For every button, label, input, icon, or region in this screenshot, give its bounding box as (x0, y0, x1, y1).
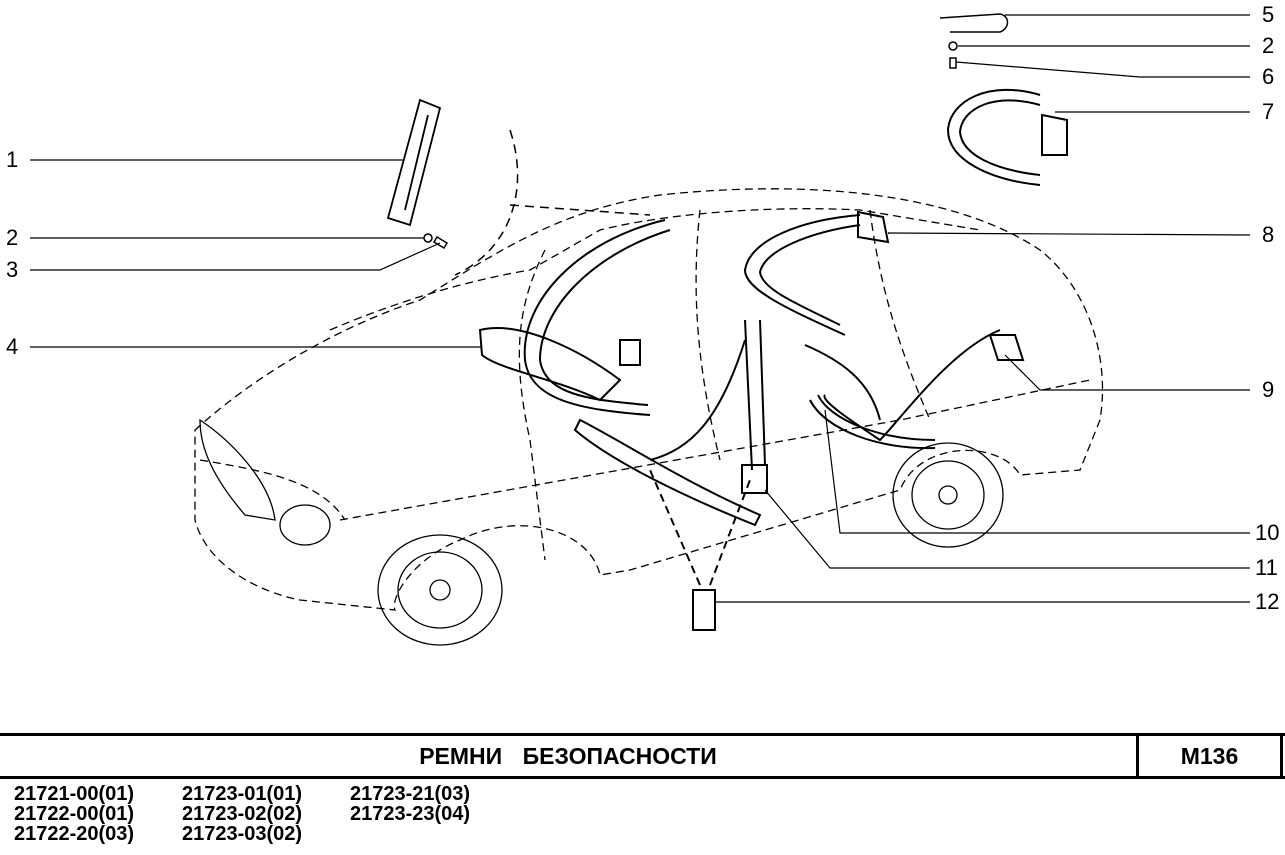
callout-2-left: 2 (6, 225, 19, 250)
model-list: 21721-00(01) 21723-01(01) 21723-21(03) 2… (14, 784, 518, 844)
callout-12: 12 (1255, 589, 1280, 614)
model-code: 21723-21(03) (350, 783, 471, 805)
diagram-title: РЕМНИ БЕЗОПАСНОСТИ (419, 743, 717, 769)
model-code: 21723-23(04) (350, 803, 471, 825)
model-code: 21723-01(01) (182, 783, 303, 805)
title-block-top-rule (0, 733, 1285, 736)
headlight (199, 418, 331, 546)
model-code: 21723-03(02) (182, 823, 303, 845)
car-outline (194, 188, 1104, 611)
part-9-rear-belt (804, 329, 1025, 442)
callout-7: 7 (1262, 99, 1275, 124)
callout-4: 4 (6, 334, 19, 359)
part-8-rear-belt (743, 210, 890, 336)
diagram-code: M136 (1180, 743, 1239, 769)
callout-2-right: 2 (1262, 33, 1275, 58)
title-block-divider (1136, 733, 1139, 779)
part-12-buckle-cover (649, 469, 751, 631)
wheel-front (377, 534, 503, 646)
callout-9: 9 (1262, 377, 1275, 402)
leader-lines (30, 14, 1251, 603)
callout-11: 11 (1255, 555, 1278, 580)
part-7-rear-belt-assembly (946, 88, 1068, 186)
model-code (350, 824, 518, 844)
part-5-bracket (939, 13, 1009, 33)
callout-10: 10 (1255, 520, 1280, 545)
model-code: 21722-00(01) (14, 803, 135, 825)
callout-5: 5 (1262, 2, 1275, 27)
callout-8: 8 (1262, 222, 1275, 247)
model-code: 21723-02(02) (182, 803, 303, 825)
wheel-rear (892, 442, 1004, 548)
part-2-washer-left (423, 233, 433, 243)
part-1-height-adjuster (386, 98, 442, 227)
model-code: 21722-20(03) (14, 823, 135, 845)
title-block-right-border (1280, 733, 1283, 779)
part-6-bolt-right (949, 57, 957, 69)
title-block-bottom-rule (0, 776, 1285, 779)
part-10-rear-center-belt (809, 394, 936, 450)
callout-3: 3 (6, 257, 19, 282)
part-4-front-belt (478, 219, 762, 527)
callout-1: 1 (6, 147, 19, 172)
dashed-arrow-top (509, 204, 651, 216)
part-3-bolt-left (432, 235, 449, 250)
part-2-washer-right (948, 41, 958, 51)
callout-6: 6 (1262, 64, 1275, 89)
model-code: 21721-00(01) (14, 783, 135, 805)
dashed-arc (454, 129, 519, 276)
seat-belts-exploded-diagram (30, 13, 1251, 646)
